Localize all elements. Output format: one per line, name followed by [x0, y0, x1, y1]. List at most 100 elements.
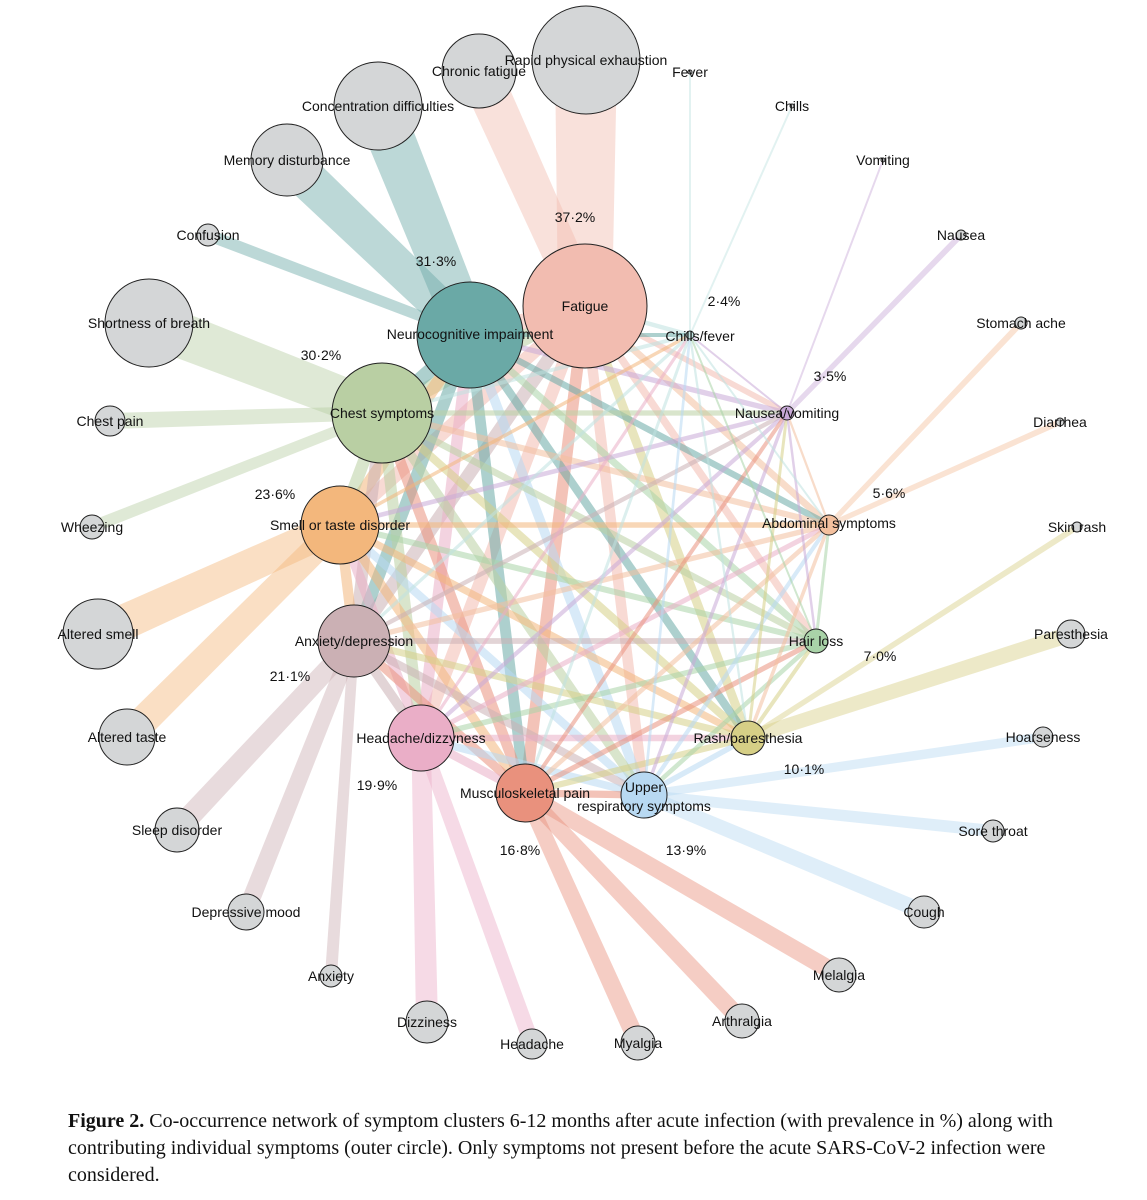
symptom-label-stomach: Stomach ache — [976, 315, 1066, 331]
symptom-label-anxietysym: Anxiety — [308, 968, 354, 984]
symptom-label-sob: Shortness of breath — [88, 315, 210, 331]
prevalence-label-ursymp: 13·9% — [666, 842, 706, 858]
cooccurrence-edge-chest-abdominal — [381, 409, 830, 529]
prevalence-label-chills: 2·4% — [708, 293, 741, 309]
prevalence-label-nausea: 3·5% — [814, 368, 847, 384]
symptom-edge-sob — [140, 301, 390, 432]
symptom-edge-alteredtaste — [116, 515, 350, 748]
symptom-label-depressive: Depressive mood — [192, 904, 301, 920]
symptom-node-melalgia — [821, 957, 857, 993]
symptom-edge-depressive — [237, 638, 362, 916]
cooccurrence-edge-nausea-chills — [689, 334, 788, 414]
cluster-node-hair — [803, 628, 829, 654]
symptom-node-alteredtaste — [98, 708, 156, 766]
cluster-node-chest — [331, 362, 433, 464]
cluster-node-fatigue — [522, 243, 648, 369]
symptom-edge-confusion — [205, 229, 472, 340]
symptom-node-nauseasym — [955, 229, 967, 241]
cluster-node-ursymp — [620, 771, 668, 819]
symptom-nodes-layer — [62, 5, 1086, 1061]
symptom-label-arthralgia: Arthralgia — [712, 1013, 772, 1029]
symptom-node-paresthesia — [1056, 619, 1086, 649]
symptom-edge-hoarseness — [643, 732, 1044, 800]
symptom-edge-sleep — [169, 634, 361, 838]
cluster-label-nausea: Nausea/vomiting — [735, 405, 839, 421]
cluster-node-headache — [387, 704, 455, 772]
symptom-edge-rapid — [555, 59, 617, 307]
prevalence-label-rash: 10·1% — [784, 761, 824, 777]
cluster-label-ursymp-line2: respiratory symptoms — [577, 798, 711, 814]
cluster-label-abdominal: Abdominal symptoms — [762, 515, 896, 531]
symptom-node-skinrash — [1071, 521, 1083, 533]
prevalence-label-hair: 7·0% — [864, 648, 897, 664]
cooccurrence-edge-rash-nausea — [746, 412, 789, 739]
symptom-node-sob — [104, 278, 194, 368]
symptom-edge-sorethroat — [643, 789, 994, 837]
symptom-label-dizziness: Dizziness — [397, 1014, 457, 1030]
symptom-node-myalgia — [620, 1025, 656, 1061]
symptom-edge-dizziness — [411, 737, 438, 1023]
cooccurrence-edge-musculo-chills — [523, 334, 692, 794]
symptom-label-paresthesia: Paresthesia — [1034, 626, 1108, 642]
cooccurrence-edge-hair-abdominal — [814, 524, 831, 642]
cluster-node-rash — [730, 720, 766, 756]
symptom-label-chestpain: Chest pain — [77, 413, 144, 429]
prevalence-label-smell: 23·6% — [255, 486, 295, 502]
symptom-node-hoarseness — [1032, 726, 1054, 748]
cooccurrence-edge-smell-nausea — [339, 410, 788, 528]
cluster-node-anxiety — [317, 604, 391, 678]
cluster-label-headache: Headache/dizzyness — [356, 730, 485, 746]
prevalence-label-anxiety: 21·1% — [270, 668, 310, 684]
symptom-node-rapid — [531, 5, 641, 115]
cooccurrence-edge-ursymp-nausea — [642, 412, 789, 796]
symptom-node-vomiting — [880, 157, 886, 163]
symptom-edge-anxietysym — [325, 640, 360, 977]
cooccurrence-edge-ursymp-chills — [642, 334, 692, 796]
cooccurrence-edge-smell-hair — [339, 522, 817, 644]
cluster-label-fatigue: Fatigue — [562, 298, 609, 314]
symptom-label-headachesym: Headache — [500, 1036, 564, 1052]
symptom-label-hoarseness: Hoarseness — [1006, 729, 1081, 745]
symptom-node-chillssym — [789, 103, 795, 109]
symptom-label-melalgia: Melalgia — [813, 967, 865, 983]
symptom-edge-skinrash — [746, 524, 1079, 741]
cluster-label-neuro: Neurocognitive impairment — [387, 326, 554, 342]
figure-caption: Figure 2. Co-occurrence network of sympt… — [68, 1108, 1078, 1189]
symptom-node-confusion — [196, 223, 220, 247]
symptom-label-memory: Memory disturbance — [224, 152, 351, 168]
symptom-edge-fever — [689, 72, 691, 335]
symptom-node-diarrhea — [1055, 417, 1065, 427]
symptom-node-cough — [907, 895, 941, 929]
symptom-label-alteredsmell: Altered smell — [58, 626, 139, 642]
symptom-edge-alteredsmell — [90, 510, 347, 651]
symptom-node-wheezing — [79, 514, 105, 540]
symptom-label-fever: Fever — [672, 64, 708, 80]
prevalence-label-chest: 30·2% — [301, 347, 341, 363]
cooccurrence-edge-rash-hair — [746, 639, 818, 740]
symptom-edge-myalgia — [517, 789, 647, 1047]
cooccurrence-edge-headache-chills — [419, 334, 692, 739]
symptom-node-arthralgia — [724, 1003, 760, 1039]
cooccurrence-edge-anxiety-chills — [352, 333, 692, 643]
caption-label: Figure 2. — [68, 1110, 145, 1132]
cooccurrence-edge-anxiety-rash — [353, 637, 749, 742]
cooccurrence-edge-neuro-abdominal — [468, 332, 831, 528]
cooccurrence-edge-anxiety-nausea — [352, 411, 789, 643]
symptom-label-cough: Cough — [903, 904, 944, 920]
symptom-edge-melalgia — [521, 786, 844, 983]
symptom-label-concentration: Concentration difficulties — [302, 98, 454, 114]
symptom-node-fever — [687, 69, 693, 75]
symptom-node-concentration — [333, 61, 423, 151]
cooccurrence-edge-headache-abdominal — [419, 522, 831, 741]
symptom-edge-memory — [273, 145, 482, 348]
cluster-node-musculo — [495, 763, 555, 823]
cooccurrence-edge-musculo-nausea — [523, 411, 789, 795]
symptom-label-confusion: Confusion — [176, 227, 239, 243]
symptom-node-depressive — [227, 893, 265, 931]
symptom-label-myalgia: Myalgia — [614, 1035, 662, 1051]
prevalence-label-musculo: 16·8% — [500, 842, 540, 858]
symptom-edge-cough — [641, 788, 928, 920]
cooccurrence-edge-abdominal-chills — [689, 334, 830, 526]
